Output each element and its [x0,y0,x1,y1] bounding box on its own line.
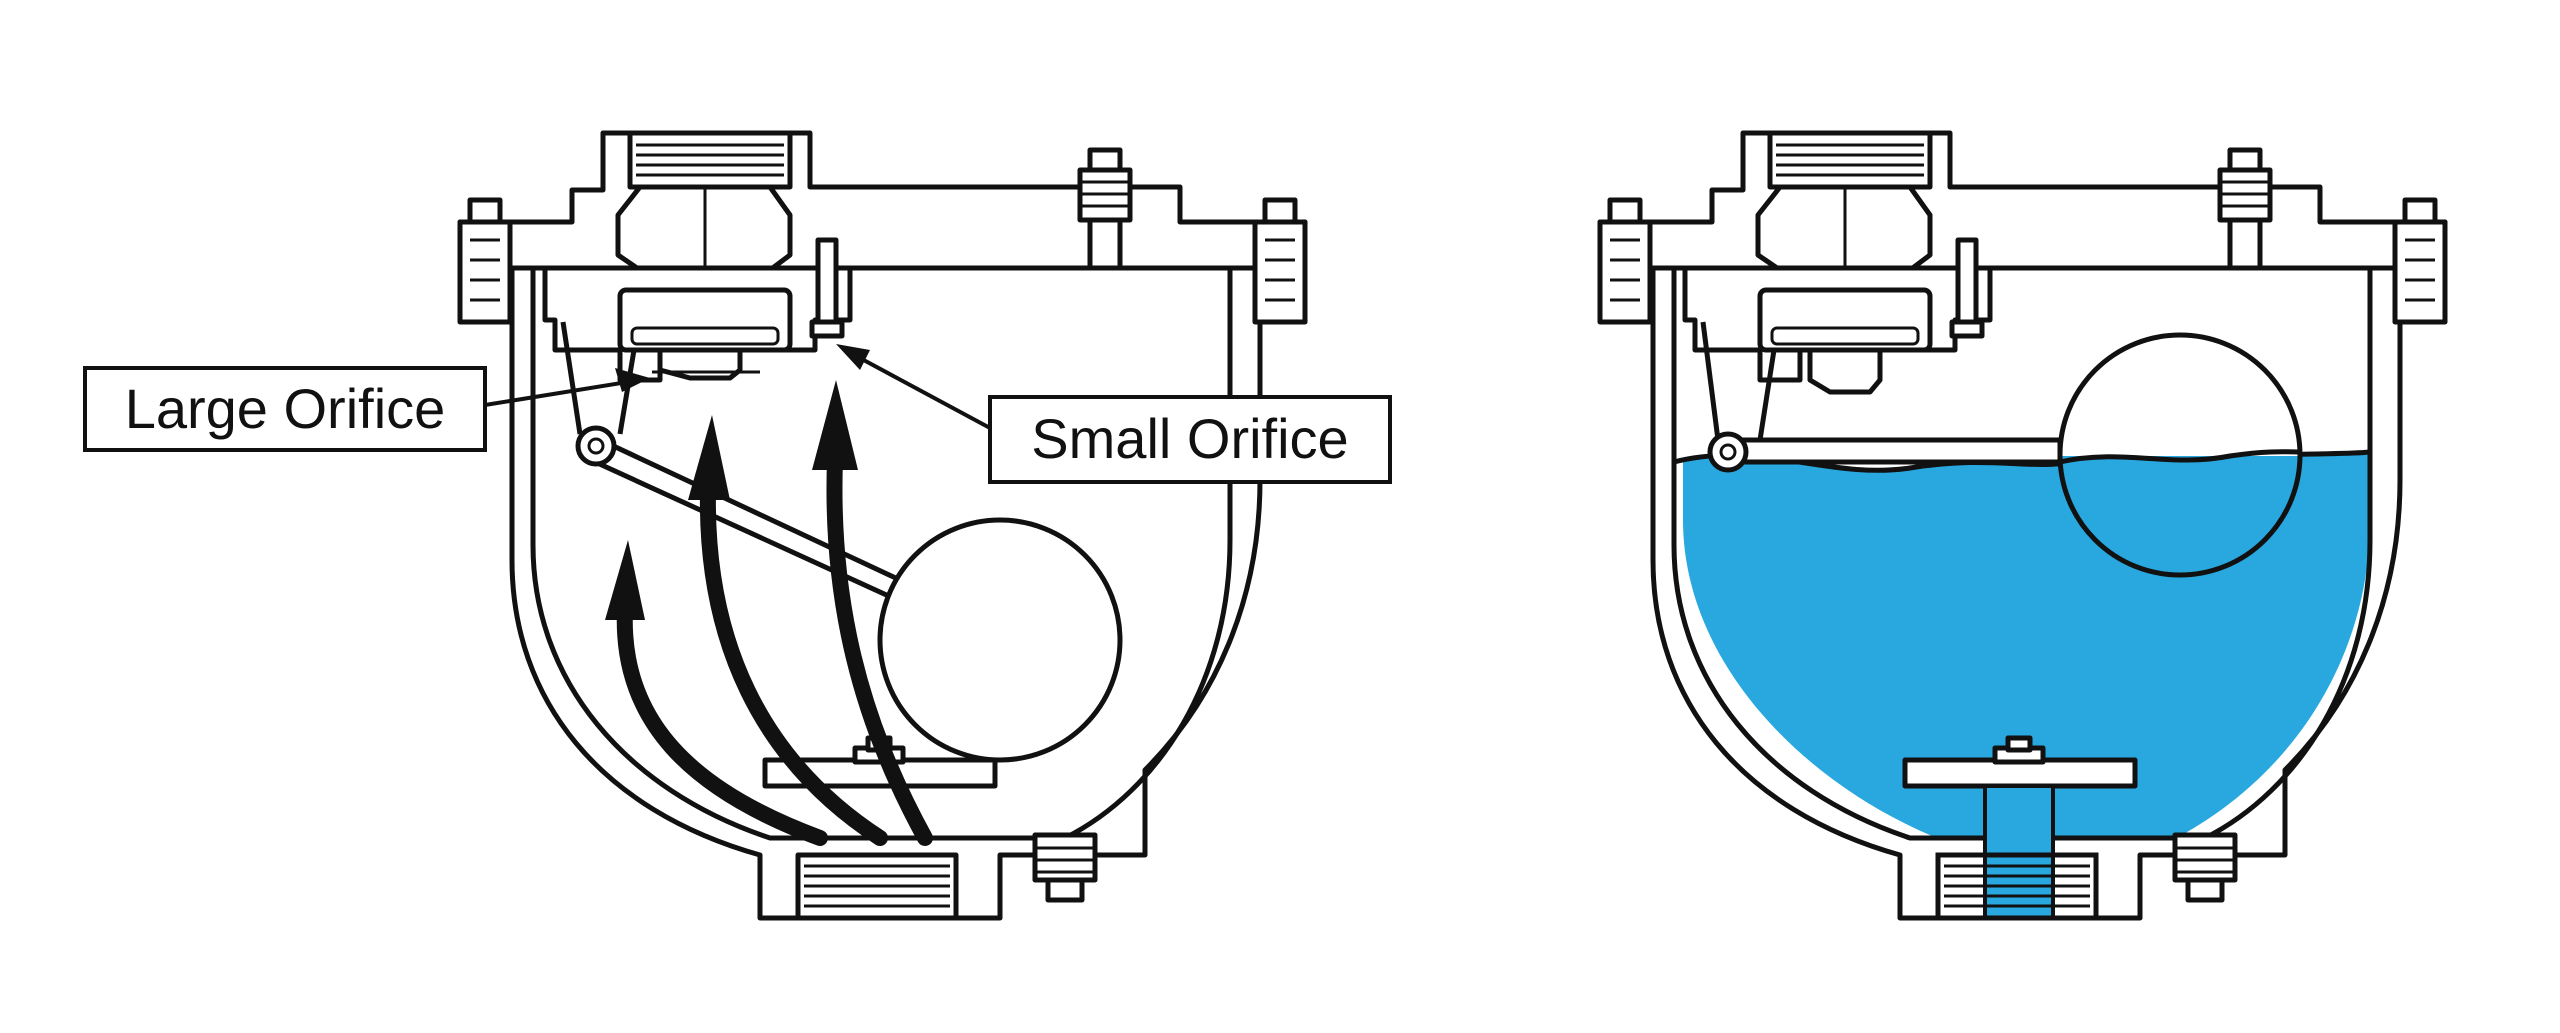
large-orifice-label: Large Orifice [125,377,446,440]
air-flow-arrow-2 [699,482,888,846]
small-orifice-label: Small Orifice [1031,407,1348,470]
bolt-right-outer-right-panel [2392,197,2448,325]
bolt-drain-right-panel [2172,832,2238,903]
callout-small-orifice: Small Orifice [836,344,1392,484]
inlet-threads-left [804,864,950,908]
float-ball-left [877,517,1123,763]
valve-cover-left [457,130,1308,271]
bolt-drain [1032,832,1098,903]
float-lever-right [1719,437,2063,465]
small-orifice-left [815,237,839,333]
float-ball-right [2057,332,2303,578]
valve-left-air-release: Large Orifice Small Orifice [83,130,1392,921]
outlet-boss-left [627,130,793,190]
air-flow-arrow-3 [826,452,933,846]
bolt-top-cover [1077,147,1133,271]
bolt-left-outer [457,197,513,325]
air-flow-arrow-head-2 [688,415,730,500]
air-flow-arrows [605,380,933,846]
small-orifice-right [1955,237,1979,333]
bolt-top-cover-right-panel [2217,147,2273,271]
inlet-threads-right [1944,864,2090,908]
large-orifice-left [657,347,743,381]
valve-right-water-filled [1597,130,2448,921]
outlet-threads-right [1776,143,1924,177]
valve-body-inner-right [1671,268,2373,841]
valve-body-inner-left [530,268,1233,841]
bolt-left-outer-right-panel [1597,197,1653,325]
air-flow-arrow-head-3 [812,380,858,470]
callout-large-orifice: Large Orifice [83,366,650,452]
lever-pivot-left [575,425,617,467]
bolt-right-outer [1252,197,1308,325]
inlet-water-column [1983,784,2055,920]
air-flow-arrow-1 [616,602,828,846]
valve-cover-right [1597,130,2448,271]
inlet-boss-right [1935,852,2099,921]
outlet-threads-left [636,143,784,177]
outlet-boss-right [1767,130,1933,190]
large-orifice-right [1807,347,1883,395]
air-flow-arrow-head-1 [605,540,645,620]
lever-pivot-right [1707,431,1749,473]
